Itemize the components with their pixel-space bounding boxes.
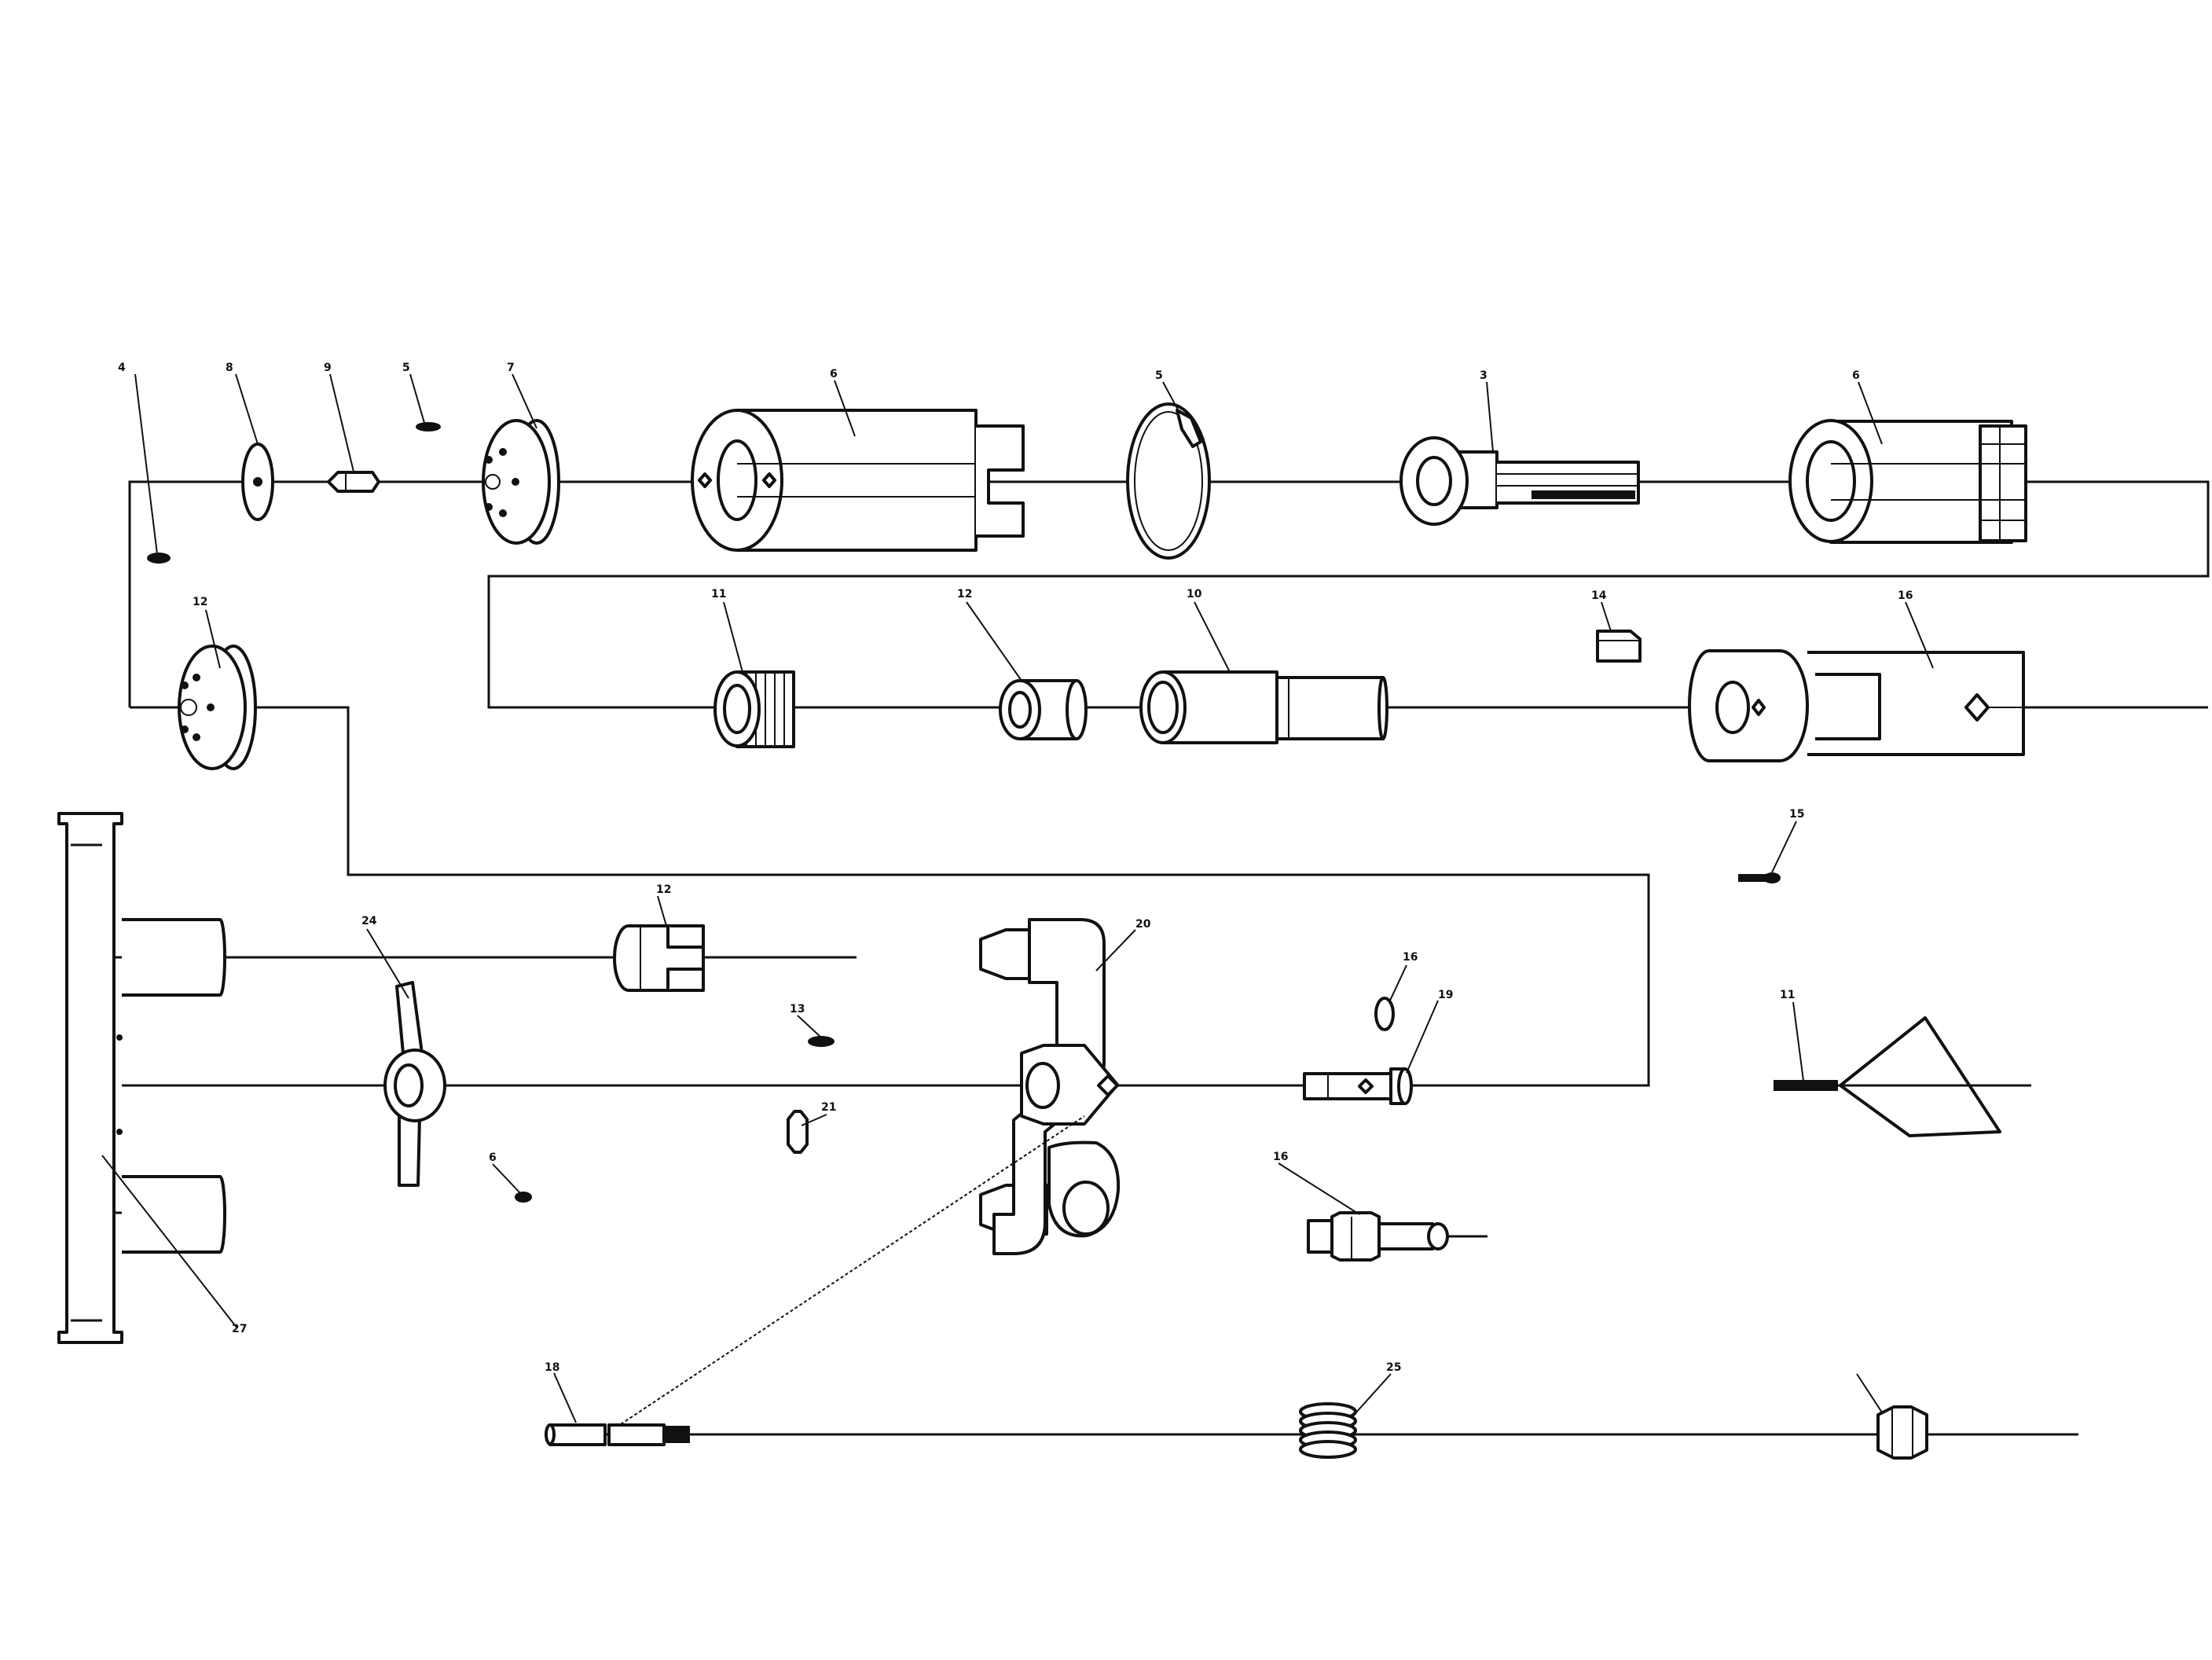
part-stepped-sleeve [1139,670,1388,744]
callout-label: 8 [226,362,233,374]
callout-label: 13 [790,1003,805,1015]
part-triangle-pin [1774,1016,2001,1137]
part-splined-housing [1788,419,2027,544]
part-small-washer [515,1192,532,1203]
part-knurled-nut [713,670,795,748]
part-hex-nut [1876,1405,1928,1460]
part-bushing [999,679,1088,740]
callout-label: 16 [1403,951,1418,964]
callout-label: 11 [711,588,726,600]
part-spring [1299,1402,1357,1459]
part-grease-fitting [1307,1211,1449,1262]
part-flange-disc-row2 [178,645,257,770]
part-small-pin [787,1110,809,1154]
part-small-nut-2 [808,1036,835,1047]
callout-label: 12 [193,596,207,608]
callout-label: 5 [1155,369,1163,382]
callout-label: 12 [656,883,671,896]
part-small-screw [416,422,441,432]
callout-label: 15 [1789,808,1804,821]
callout-label: 9 [324,362,332,374]
callout-label: 4 [118,362,126,374]
part-hose-clamp [1126,402,1211,560]
callout-label: 11 [1780,989,1795,1001]
callout-label: 19 [1438,989,1453,1001]
part-oring [1374,997,1395,1031]
part-small-nut [147,553,171,564]
part-grease-nipple-shaft [1303,1067,1413,1105]
callout-label: 25 [1386,1361,1401,1374]
part-set-screw [1738,872,1781,883]
callout-label: 16 [1273,1151,1288,1163]
part-output-yoke [1688,649,2025,762]
part-large-cylinder-housing [691,409,1025,552]
part-splined-shaft [1399,436,1640,526]
leader-lines [101,373,1934,1425]
assembly-axis-lines [90,480,2210,1436]
part-hub-axle-bar [57,812,226,1344]
part-pin [327,471,380,493]
callout-label: 16 [1898,589,1913,602]
callout-label: 6 [1852,369,1860,382]
callout-label: 10 [1187,588,1202,600]
callout-label: 12 [957,588,972,600]
callout-label: 6 [830,368,838,380]
callout-label: 7 [507,362,515,374]
callout-label: 27 [232,1323,247,1335]
callout-label: 24 [361,915,377,927]
part-flange-disc-row1 [482,419,560,545]
part-washer [241,443,274,521]
part-cross-journal [979,918,1121,1255]
callout-labels: 4 8 9 5 7 6 5 3 6 12 11 12 10 14 16 15 1… [118,362,1913,1374]
callout-label: 21 [821,1101,836,1114]
part-square-nut [1596,630,1642,663]
callout-label: 6 [489,1151,497,1164]
callout-label: 3 [1480,369,1488,382]
part-long-bolt [545,1423,690,1446]
callout-label: 14 [1591,589,1607,602]
part-four-arm-spider [383,981,446,1187]
callout-label: 5 [402,362,410,374]
part-fork-cap [613,924,705,992]
callout-label: 18 [545,1361,559,1374]
callout-label: 20 [1135,918,1151,931]
